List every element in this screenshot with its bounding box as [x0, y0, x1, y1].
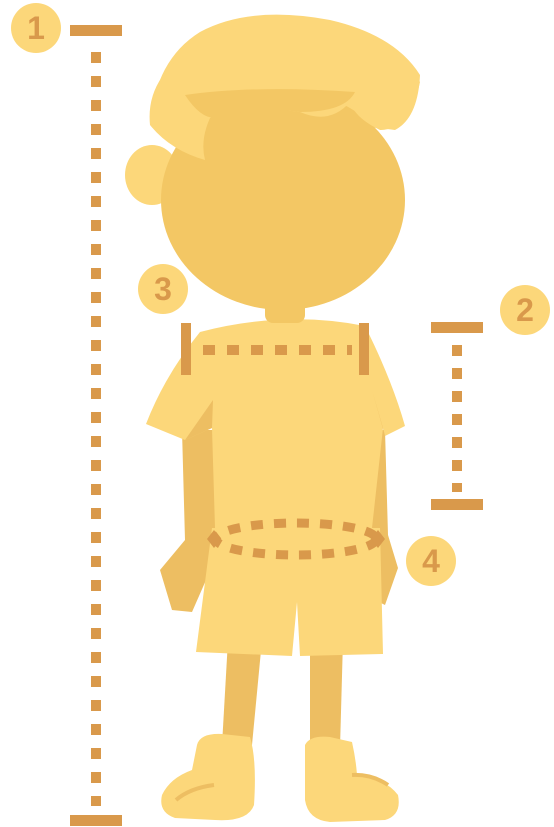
marker-3-label: 3: [154, 273, 172, 305]
height-measure-line: [70, 25, 122, 826]
child-figure: [125, 15, 420, 822]
height-top-cap: [70, 25, 122, 36]
right-shoe: [305, 737, 399, 822]
marker-4-label: 4: [422, 545, 440, 577]
shirt-length-measure: [431, 322, 483, 510]
left-leg: [222, 640, 262, 745]
marker-1-badge: 1: [11, 3, 61, 53]
shoulder-left-cap: [181, 323, 191, 375]
marker-2-label: 2: [516, 294, 534, 326]
marker-3-badge: 3: [138, 264, 188, 314]
shirt-length-top-cap: [431, 322, 483, 333]
left-shoe: [161, 734, 255, 820]
marker-4-badge: 4: [406, 536, 456, 586]
shirt-length-bottom-cap: [431, 499, 483, 510]
marker-1-label: 1: [27, 12, 45, 44]
marker-2-badge: 2: [500, 285, 550, 335]
right-leg: [310, 640, 343, 748]
shoulder-right-cap: [359, 323, 369, 375]
height-bottom-cap: [70, 815, 122, 826]
